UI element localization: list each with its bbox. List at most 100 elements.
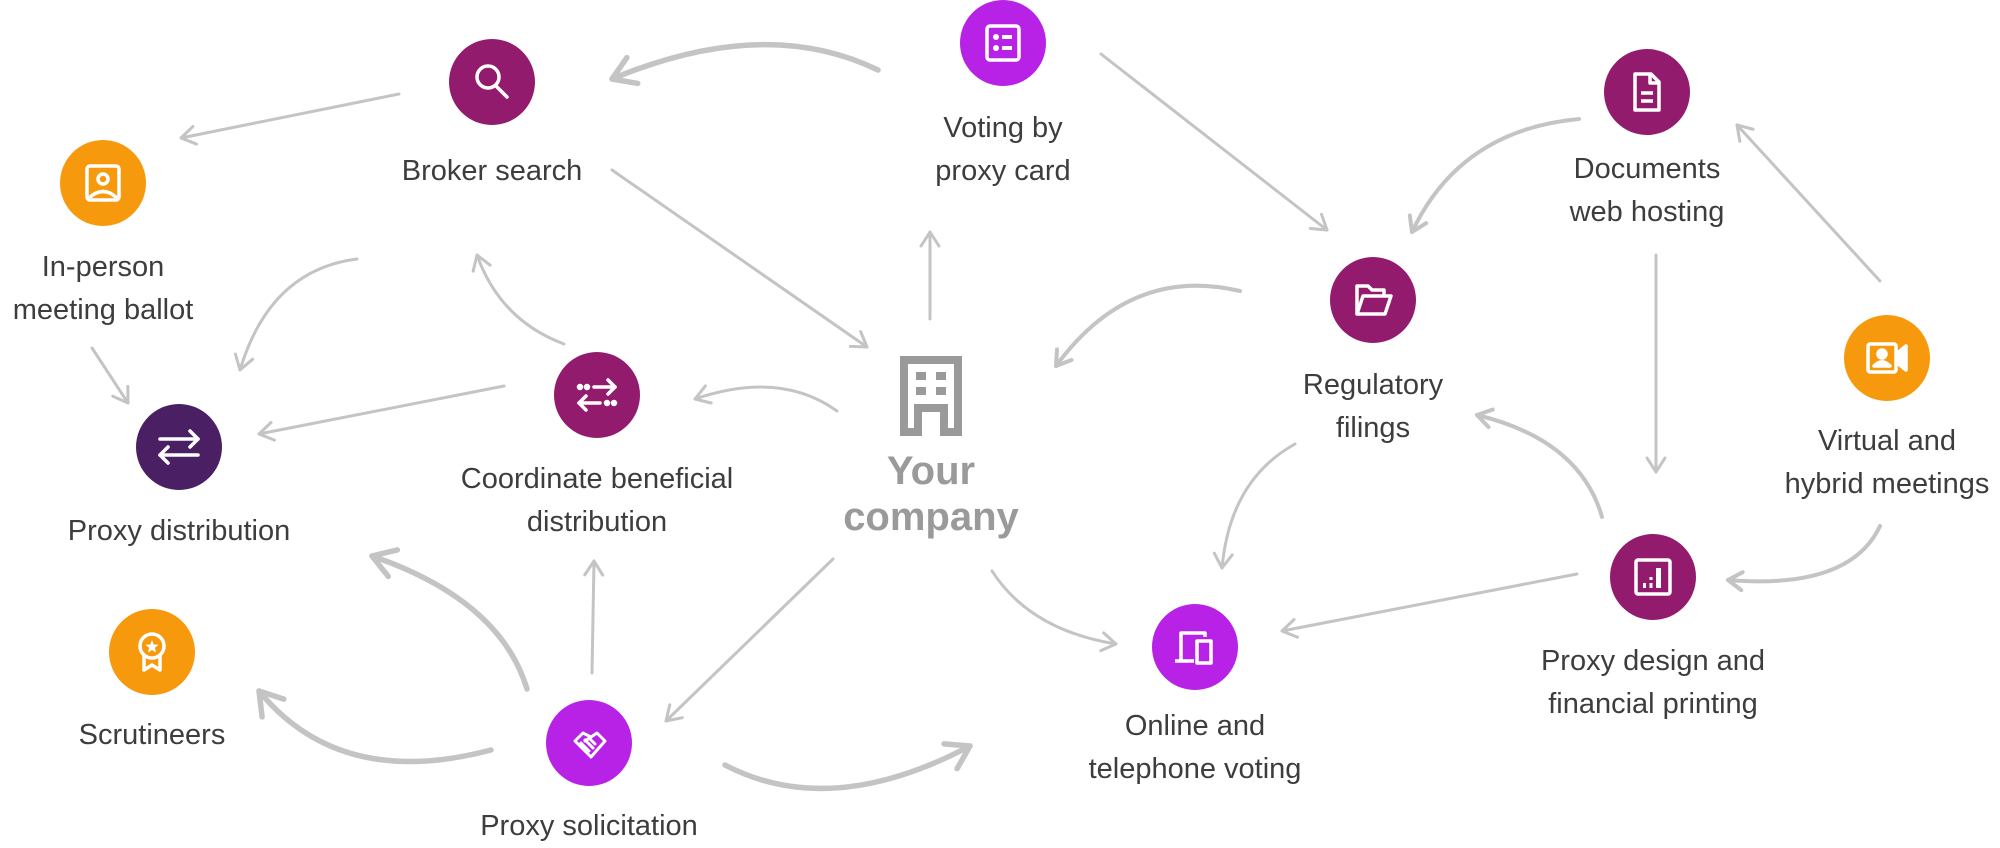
label-line: Proxy solicitation <box>480 810 698 842</box>
regulatory-filings-circle[interactable] <box>1330 257 1416 343</box>
connector-proxy-solicitation-to-online-telephone-voting <box>722 741 973 792</box>
connector-line <box>179 92 401 140</box>
label-line: financial printing <box>1548 688 1758 720</box>
voting-by-proxy-card-label: Voting by proxy card <box>843 107 1163 193</box>
label-line: meeting ballot <box>12 294 194 326</box>
label-line: Coordinate beneficial <box>460 463 734 495</box>
coordinate-beneficial-distribution-label: Coordinate beneficial distribution <box>417 458 777 544</box>
regulatory-filings-label: Regulatory filings <box>1213 364 1533 450</box>
arrowhead-icon <box>233 352 255 372</box>
building-icon <box>900 356 962 436</box>
connector-voting-by-proxy-card-to-broker-search <box>609 41 881 87</box>
arrowhead-icon <box>369 547 401 580</box>
connector-line <box>238 257 359 372</box>
arrowhead-icon <box>256 688 287 720</box>
arrowhead-icon <box>1645 456 1667 474</box>
connector-your-company-to-coordinate-beneficial-distribution <box>693 384 839 413</box>
arrowhead-icon <box>471 253 492 273</box>
arrowhead-icon <box>1212 551 1234 570</box>
connector-coordinate-beneficial-distribution-to-broker-search <box>471 253 566 346</box>
connector-line <box>1099 52 1329 232</box>
label-line: Proxy design and <box>1540 645 1766 677</box>
label-line: hybrid meetings <box>1784 468 1990 500</box>
arrowhead-icon <box>693 384 713 405</box>
label-line: distribution <box>526 506 668 538</box>
connector-line <box>1280 572 1579 633</box>
connector-line <box>369 553 530 692</box>
in-person-meeting-ballot-label: In-person meeting ballot <box>0 246 263 332</box>
proxy-design-financial-printing-label: Proxy design and financial printing <box>1493 640 1813 726</box>
connector-proxy-solicitation-to-proxy-distribution <box>369 547 530 692</box>
connector-your-company-to-voting-by-proxy-card <box>919 230 941 321</box>
connector-line <box>1726 524 1882 584</box>
arrowhead-icon <box>609 54 641 87</box>
arrowhead-icon <box>941 741 973 772</box>
connector-line <box>1220 442 1297 570</box>
arrowhead-icon <box>1475 407 1495 430</box>
label-line: filings <box>1335 412 1411 444</box>
connector-line <box>590 559 596 675</box>
connector-line <box>1475 413 1604 519</box>
broker-search-circle[interactable] <box>449 39 535 125</box>
online-telephone-voting-circle[interactable] <box>1152 604 1238 690</box>
connector-line <box>90 346 130 405</box>
award-icon <box>138 632 166 672</box>
connector-line <box>610 168 869 349</box>
handshake-icon <box>573 731 607 759</box>
arrowhead-icon <box>1407 213 1429 234</box>
label-line: telephone voting <box>1088 753 1302 785</box>
connector-line <box>1735 123 1882 283</box>
documents-web-hosting-label: Documents web hosting <box>1487 148 1807 234</box>
coordinate-beneficial-distribution-circle[interactable] <box>554 352 640 438</box>
voting-by-proxy-card-circle[interactable] <box>960 0 1046 86</box>
video-call-icon <box>1866 342 1908 374</box>
documents-web-hosting-circle[interactable] <box>1604 49 1690 135</box>
scrutineers-circle[interactable] <box>109 609 195 695</box>
scrutineers-label: Scrutineers <box>0 714 312 757</box>
connector-line <box>257 384 506 436</box>
connector-broker-search-to-in-person-meeting-ballot <box>179 92 401 146</box>
arrowhead-icon <box>583 559 605 577</box>
document-icon <box>1633 72 1661 112</box>
connector-line <box>722 743 973 792</box>
arrowhead-icon <box>1099 631 1118 653</box>
your-company-line-1: Your <box>886 449 976 493</box>
connector-regulatory-filings-to-online-telephone-voting <box>1212 442 1297 570</box>
connector-line <box>664 557 835 723</box>
label-line: Voting by <box>943 112 1063 144</box>
arrowhead-icon <box>1280 618 1299 639</box>
person-badge-icon <box>85 164 121 202</box>
online-telephone-voting-label: Online and telephone voting <box>1035 705 1355 791</box>
bar-chart-icon <box>1634 558 1672 596</box>
proxy-design-financial-printing-circle[interactable] <box>1610 534 1696 620</box>
proxy-distribution-circle[interactable] <box>136 404 222 490</box>
connector-documents-web-hosting-to-regulatory-filings <box>1407 117 1581 234</box>
connector-proxy-design-financial-printing-to-regulatory-filings <box>1475 407 1604 519</box>
connector-line <box>1054 283 1242 368</box>
proxy-solicitation-circle[interactable] <box>546 700 632 786</box>
label-line: Broker search <box>401 155 583 187</box>
label-line: Documents <box>1573 153 1721 185</box>
label-line: Proxy distribution <box>67 515 291 547</box>
swap-arrows-icon <box>158 429 200 465</box>
connector-proxy-solicitation-to-coordinate-beneficial-distribution <box>583 559 605 675</box>
label-line: web hosting <box>1569 196 1725 228</box>
label-line: proxy card <box>935 155 1071 187</box>
label-line: In-person <box>41 251 165 283</box>
arrowhead-icon <box>1726 570 1745 593</box>
your-company-line-2: company <box>843 495 1019 539</box>
arrowhead-icon <box>664 703 684 723</box>
search-icon <box>475 64 509 99</box>
proxy-distribution-label: Proxy distribution <box>19 510 339 553</box>
label-line: Scrutineers <box>78 719 226 751</box>
arrowhead-icon <box>1054 347 1074 368</box>
arrowhead-icon <box>179 124 199 146</box>
connector-your-company-to-online-telephone-voting <box>990 569 1118 653</box>
arrowhead-icon <box>1735 123 1755 143</box>
connector-coordinate-beneficial-distribution-to-proxy-distribution <box>257 384 506 442</box>
virtual-hybrid-meetings-circle[interactable] <box>1844 315 1930 401</box>
connector-voting-by-proxy-card-to-regulatory-filings <box>1099 52 1329 232</box>
in-person-meeting-ballot-circle[interactable] <box>60 140 146 226</box>
connector-line <box>256 688 494 765</box>
